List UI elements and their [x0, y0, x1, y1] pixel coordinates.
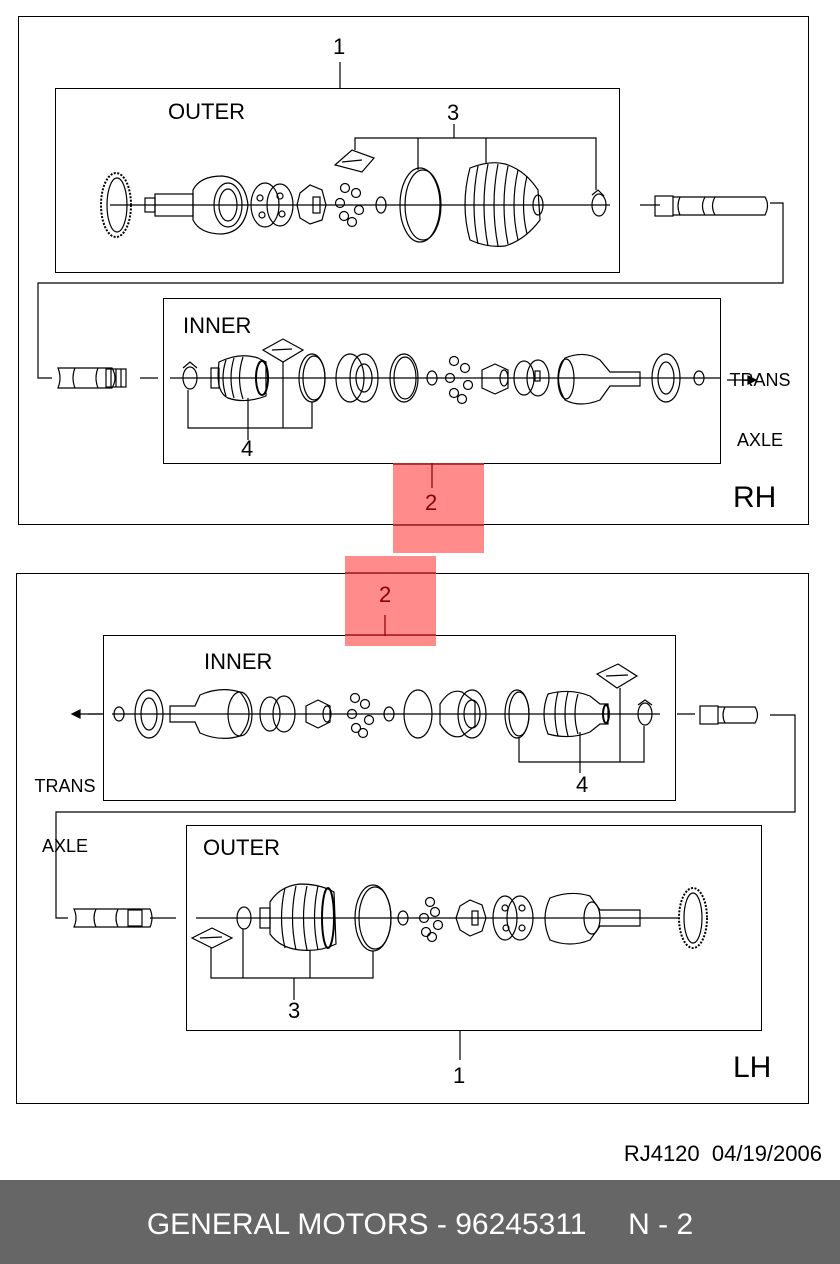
rh-axle-label: AXLE: [736, 430, 784, 450]
grease-packet-icon: [333, 149, 376, 173]
lh-inner-small-clamp-icon: [637, 699, 653, 726]
rh-callout-2-highlight[interactable]: [393, 463, 484, 553]
trans-axle-arrow-icon-rh: [727, 375, 758, 385]
lh-inner-shaft-end-icon: [73, 908, 153, 928]
inner-cage-icon: [513, 359, 550, 397]
inner-small-clamp-icon: [182, 361, 198, 390]
lh-trans-axle-label: TRANS AXLE: [26, 736, 104, 876]
lh-callout-1-label: 1: [453, 1063, 466, 1088]
rh-outer-section: [55, 88, 620, 273]
lh-callout-4-label: 4: [576, 772, 589, 797]
rh-side-label: RH: [733, 481, 777, 514]
lh-outer-small-clamp-icon: [236, 906, 252, 930]
footer-bar: GENERAL MOTORS - 96245311 N - 2: [0, 1180, 840, 1264]
drawing-reference: RJ4120 04/19/2006: [623, 1141, 822, 1166]
lh-outer-housing-icon: [544, 892, 641, 945]
lh-outer-section-title: OUTER: [203, 835, 280, 860]
lh-outer-bracket: [210, 929, 374, 1000]
rh-callout-3-label: 3: [447, 100, 460, 125]
balls-icon: [334, 182, 365, 228]
inner-housing-icon: [557, 353, 641, 405]
inner-balls-icon: [444, 355, 474, 405]
lh-inner-large-clamp-icon: [504, 689, 530, 739]
lh-outer-grease-packet-icon: [190, 927, 234, 949]
lh-callout-2-highlight[interactable]: [345, 556, 436, 646]
lh-outer-cage-icon: [492, 895, 534, 941]
lh-outer-boot-icon: [259, 883, 337, 951]
half-shaft-icon: [654, 195, 769, 217]
abs-ring-icon: [100, 172, 132, 238]
lh-trans-label: TRANS: [34, 776, 96, 796]
cage-icon: [250, 182, 294, 228]
snap-ring-icon: [375, 196, 387, 214]
lh-inner-seal-icon: [403, 689, 487, 739]
lh-outer-section: [186, 825, 762, 1031]
outer-boot-icon: [464, 162, 544, 247]
inner-seal-icon: [335, 353, 419, 403]
rh-callout-2-label[interactable]: 2: [425, 490, 438, 515]
lh-half-shaft-icon: [699, 705, 759, 725]
inner-race-tripod-icon: [481, 363, 509, 395]
inner-dust-shield-icon: [651, 353, 681, 403]
inner-shaft-end-icon: [57, 367, 127, 389]
rh-callout-4-label: 4: [241, 436, 254, 461]
lh-balls-icon: [346, 692, 375, 739]
lh-inner-housing-icon: [169, 689, 253, 739]
small-clamp-icon: [591, 189, 607, 217]
footer-part-number: GENERAL MOTORS - 96245311 N - 2: [146, 1208, 694, 1241]
lh-axle-label: AXLE: [41, 836, 89, 856]
lh-grease-packet-icon: [595, 663, 639, 689]
lh-callout-4-bracket: [518, 688, 645, 773]
lh-inner-cage-icon: [259, 695, 296, 733]
rh-trans-label: TRANS: [729, 370, 791, 390]
lh-shaft-connector-line: [55, 714, 796, 919]
lh-inner-race-icon: [305, 699, 332, 729]
shaft-connector-line: [37, 202, 784, 379]
callout-3-bracket: [354, 124, 597, 190]
lh-dust-shield-icon: [134, 689, 164, 739]
callout-4-bracket: [187, 362, 313, 440]
inner-grease-packet-icon: [261, 338, 305, 363]
lh-inner-boot-icon: [543, 690, 610, 738]
large-clamp-icon: [399, 167, 442, 243]
lh-callout-2-label[interactable]: 2: [379, 582, 392, 607]
rh-callout-1-label: 1: [333, 34, 346, 59]
rh-inner-section-title: INNER: [183, 313, 252, 338]
lh-callout-3-label: 3: [288, 998, 301, 1023]
lh-abs-ring-icon: [678, 887, 708, 949]
lh-outer-balls-icon: [418, 896, 444, 943]
rh-trans-axle-label: TRANS AXLE: [724, 330, 796, 470]
lh-side-label: LH: [733, 1051, 772, 1084]
lh-inner-section-title: INNER: [204, 649, 273, 674]
lh-trans-axle-arrow-icon: [70, 709, 102, 719]
inner-boot-icon: [210, 355, 269, 402]
outer-housing-icon: [144, 175, 249, 235]
lh-outer-race-icon: [455, 899, 487, 937]
rh-outer-section-title: OUTER: [168, 99, 245, 124]
inner-race-icon: [296, 184, 327, 225]
